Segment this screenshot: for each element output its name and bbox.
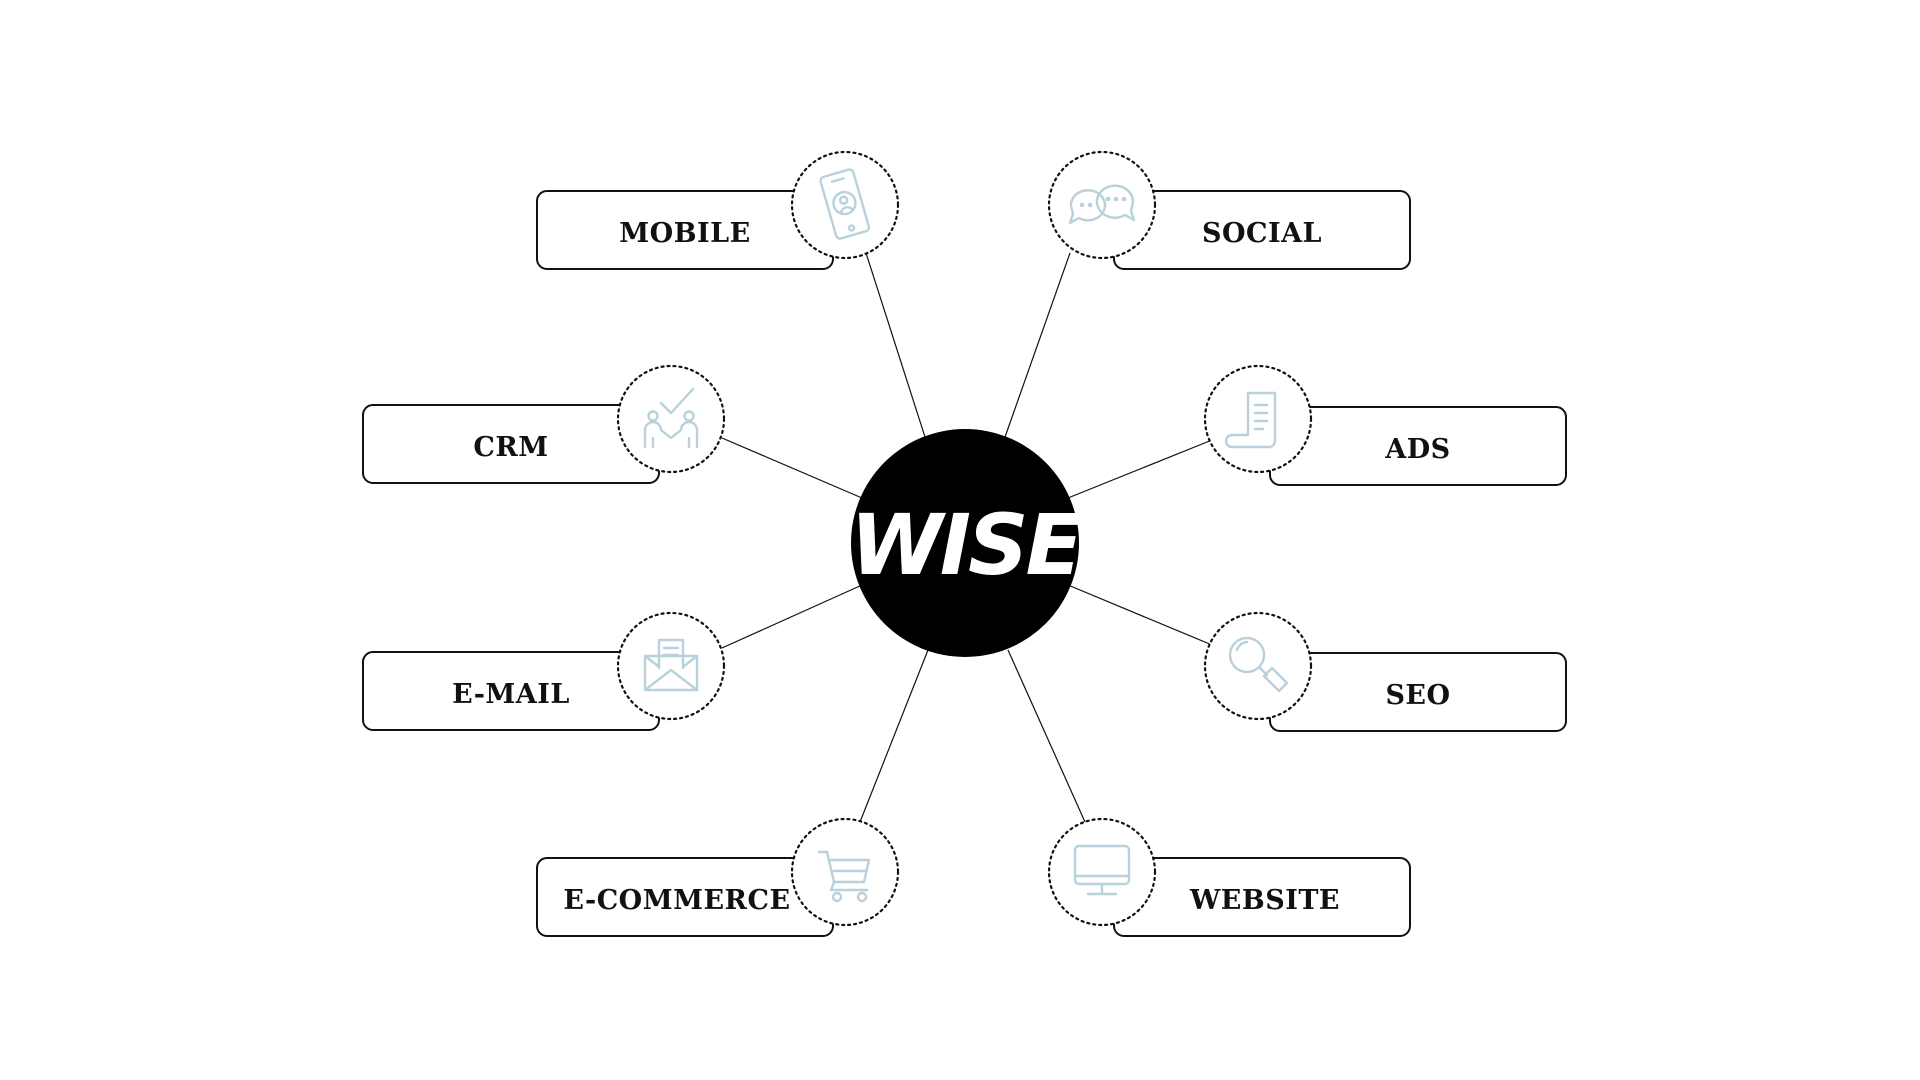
label-mobile: MOBILE [619, 218, 750, 249]
connector-mobile [865, 252, 926, 438]
connector-seo [1067, 584, 1213, 646]
label-website: WEBSITE [1189, 885, 1340, 916]
label-crm: CRM [473, 432, 548, 463]
connector-ecommerce [859, 649, 929, 823]
connector-crm [721, 437, 863, 499]
handshake-check-icon [616, 364, 726, 474]
hub-circle [851, 429, 1079, 657]
connector-website [1007, 649, 1086, 823]
magnifier-icon [1203, 611, 1313, 721]
node-ecommerce[interactable]: E-COMMERCE [536, 857, 834, 937]
label-email: E-MAIL [452, 679, 570, 710]
desktop-monitor-icon [1047, 817, 1157, 927]
label-social: SOCIAL [1202, 218, 1322, 249]
node-ads[interactable]: ADS [1269, 406, 1567, 486]
mobile-phone-icon [790, 150, 900, 260]
node-social[interactable]: SOCIAL [1113, 190, 1411, 270]
label-ads: ADS [1384, 434, 1450, 465]
connector-social [1004, 252, 1071, 438]
node-seo[interactable]: SEO [1269, 652, 1567, 732]
label-seo: SEO [1385, 680, 1450, 711]
connectors [721, 252, 1213, 823]
node-email[interactable]: E-MAIL [362, 651, 660, 731]
connector-email [721, 584, 863, 649]
node-website[interactable]: WEBSITE [1113, 857, 1411, 937]
wise-hub[interactable]: WISE [850, 429, 1086, 657]
node-crm[interactable]: CRM [362, 404, 660, 484]
chat-bubbles-icon [1047, 150, 1157, 260]
document-scroll-icon [1203, 364, 1313, 474]
label-ecommerce: E-COMMERCE [563, 885, 790, 916]
hub-label: WISE [850, 496, 1082, 594]
shopping-cart-icon [790, 817, 900, 927]
connector-ads [1067, 439, 1213, 499]
node-mobile[interactable]: MOBILE [536, 190, 834, 270]
envelope-letter-icon [616, 611, 726, 721]
